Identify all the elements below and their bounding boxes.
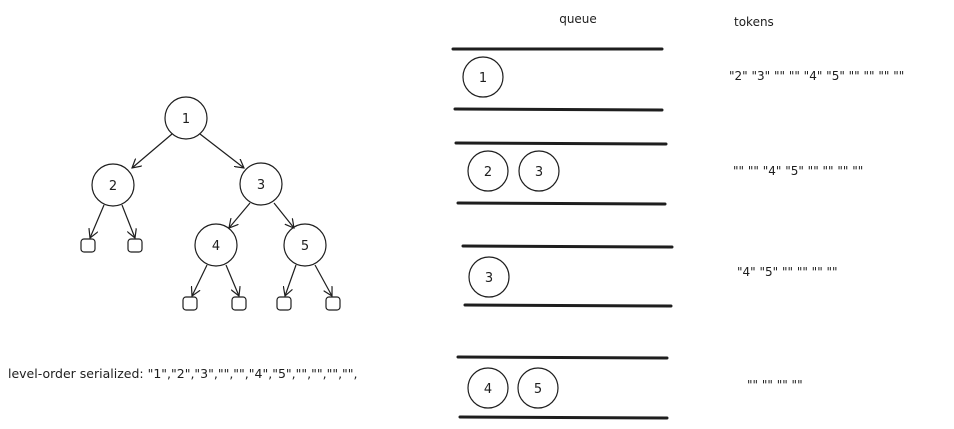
queue-item (468, 256, 510, 298)
null-leaf (276, 296, 292, 311)
queue-step-1: 1 "2" "3" "" "" "4" "5" "" "" "" "" (451, 47, 904, 112)
serialized-label: level-order serialized: "1","2","3","","… (8, 366, 358, 381)
queue-item (517, 367, 559, 409)
queue-item-label: 4 (484, 382, 492, 397)
queue-item (518, 150, 560, 192)
edge-1-2 (132, 133, 173, 168)
edge-4-null (192, 264, 208, 296)
null-leaf (80, 238, 96, 253)
null-leaf (127, 238, 143, 253)
edge-5-null (285, 264, 297, 296)
tree-node-4: 4 (194, 223, 238, 267)
edge-1-3 (199, 133, 244, 168)
edge-2-null (121, 204, 135, 238)
edge-3-4 (229, 202, 251, 228)
node-label: 1 (182, 112, 190, 127)
edge-4-null (225, 264, 239, 296)
queue-item (467, 150, 509, 192)
edge-3-5 (273, 202, 294, 228)
tokens-text: "2" "3" "" "" "4" "5" "" "" "" "" (729, 69, 904, 83)
edge-2-null (90, 204, 105, 238)
queue-item-label: 3 (485, 271, 493, 286)
tokens-text: "" "" "4" "5" "" "" "" "" (733, 164, 863, 178)
edge-5-null (314, 264, 332, 296)
tokens-text: "4" "5" "" "" "" "" (737, 265, 838, 279)
queue-item-label: 3 (535, 165, 543, 180)
queue-item-label: 1 (479, 71, 487, 86)
tree-node-2: 2 (91, 163, 135, 207)
queue-item-label: 5 (534, 382, 542, 397)
node-label: 4 (212, 239, 220, 254)
queue-item (467, 367, 509, 409)
tree-node-1: 1 (164, 96, 208, 140)
queue-step-2: 2 3 "" "" "4" "5" "" "" "" "" (454, 141, 863, 206)
binary-tree: 1 2 3 4 5 (80, 96, 341, 311)
null-leaf (325, 296, 341, 311)
tokens-header: tokens (734, 15, 774, 29)
null-leaf (182, 296, 198, 311)
queue-step-3: 3 "4" "5" "" "" "" "" (461, 244, 838, 308)
queue-item (462, 56, 504, 98)
tokens-text: "" "" "" "" (747, 378, 803, 392)
node-label: 5 (301, 239, 309, 254)
queue-header: queue (559, 12, 597, 26)
queue-item-label: 2 (484, 165, 492, 180)
queue-step-4: 4 5 "" "" "" "" (456, 355, 803, 420)
tree-node-5: 5 (283, 223, 327, 267)
node-label: 3 (257, 178, 265, 193)
node-label: 2 (109, 179, 117, 194)
tree-node-3: 3 (239, 162, 283, 206)
null-leaf (231, 296, 247, 311)
